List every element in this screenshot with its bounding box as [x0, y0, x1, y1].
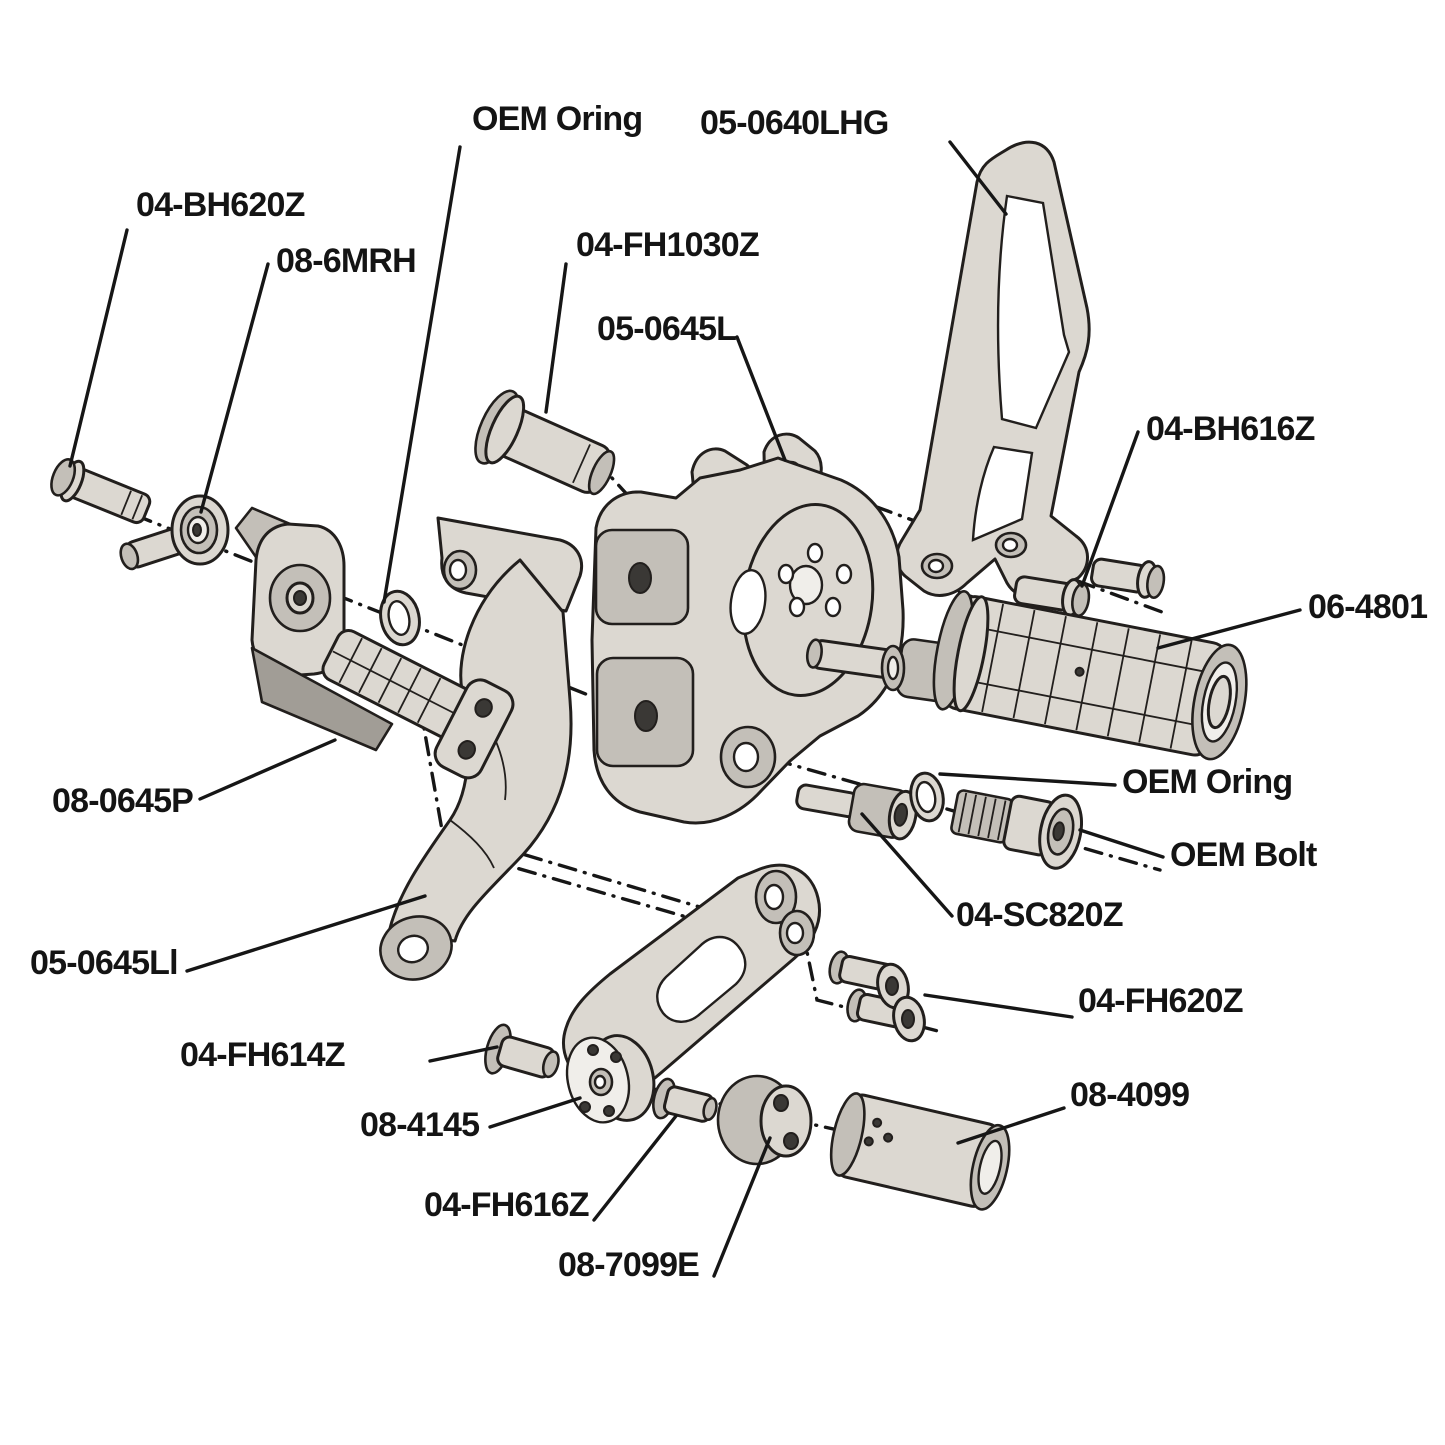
label-04-bh616z: 04-BH616Z	[1146, 410, 1315, 448]
leader-04-bh620z	[68, 228, 129, 468]
part-oring-right	[909, 771, 945, 823]
label-08-4145: 08-4145	[360, 1106, 480, 1144]
part-shift-bracket	[234, 506, 515, 780]
part-socket-screw-04-sc820z	[795, 782, 918, 841]
part-bolt-04-bh620z	[50, 458, 152, 525]
label-08-4099: 08-4099	[1070, 1076, 1190, 1114]
label-08-0645p: 08-0645P	[52, 782, 194, 820]
part-oring-left	[379, 589, 421, 647]
leader-08-7099e	[712, 1136, 772, 1278]
label-05-0645ll: 05-0645Ll	[30, 944, 179, 982]
leader-04-fh1030z	[544, 262, 568, 414]
part-bolt-04-fh1030z	[474, 389, 616, 496]
leader-05-0645l	[735, 335, 787, 462]
label-06-4801: 06-4801	[1308, 588, 1428, 626]
label-04-fh1030z: 04-FH1030Z	[576, 226, 760, 264]
label-04-sc820z: 04-SC820Z	[956, 896, 1123, 934]
label-08-6mrh: 08-6MRH	[276, 242, 417, 280]
label-oem-bolt: OEM Bolt	[1170, 836, 1317, 874]
leader-04-fh616z	[592, 1114, 678, 1222]
leader-08-0645p	[198, 738, 337, 801]
label-04-fh614z: 04-FH614Z	[180, 1036, 346, 1074]
label-05-0645l: 05-0645L	[597, 310, 737, 348]
part-bolt-04-fh616z	[652, 1077, 718, 1123]
leader-05-0645ll	[185, 894, 427, 973]
part-cam-08-7099e	[716, 1074, 813, 1166]
leader-04-bh616z	[1080, 430, 1140, 588]
part-carrier-plate	[590, 432, 905, 825]
leader-08-4145	[488, 1096, 582, 1129]
label-04-fh620z: 04-FH620Z	[1078, 982, 1244, 1020]
leader-04-fh620z	[923, 993, 1074, 1019]
label-04-bh620z: 04-BH620Z	[136, 186, 305, 224]
label-04-fh616z: 04-FH616Z	[424, 1186, 590, 1224]
leader-04-fh614z	[428, 1045, 499, 1063]
leader-oem-bolt	[1078, 828, 1165, 859]
leader-08-6mrh	[199, 262, 270, 514]
label-oem-oring-top: OEM Oring	[472, 100, 643, 138]
part-bolts-04-bh616z	[880, 557, 1166, 692]
part-bolt-04-fh614z	[484, 1023, 560, 1079]
label-08-7099e: 08-7099E	[558, 1246, 700, 1284]
leader-05-0640lhg	[948, 140, 1008, 216]
leader-oem-oring-top	[382, 145, 462, 604]
part-bolts-04-fh620z	[828, 950, 926, 1043]
part-rod-end-08-6mrh	[170, 494, 230, 566]
leader-04-sc820z	[860, 812, 954, 918]
label-05-0640lhg: 05-0640LHG	[700, 104, 889, 142]
leader-lines	[68, 140, 1302, 1278]
part-oem-bolt	[950, 789, 1083, 870]
part-pedal-arm	[562, 863, 821, 1124]
part-heel-guard	[895, 140, 1091, 599]
label-oem-oring-right: OEM Oring	[1122, 763, 1293, 801]
part-footpeg	[932, 590, 1248, 761]
leader-06-4801	[1156, 608, 1302, 650]
part-spacer-08-4099	[829, 1092, 1011, 1211]
leader-08-4099	[956, 1106, 1066, 1145]
leader-oem-oring-right	[938, 772, 1117, 787]
